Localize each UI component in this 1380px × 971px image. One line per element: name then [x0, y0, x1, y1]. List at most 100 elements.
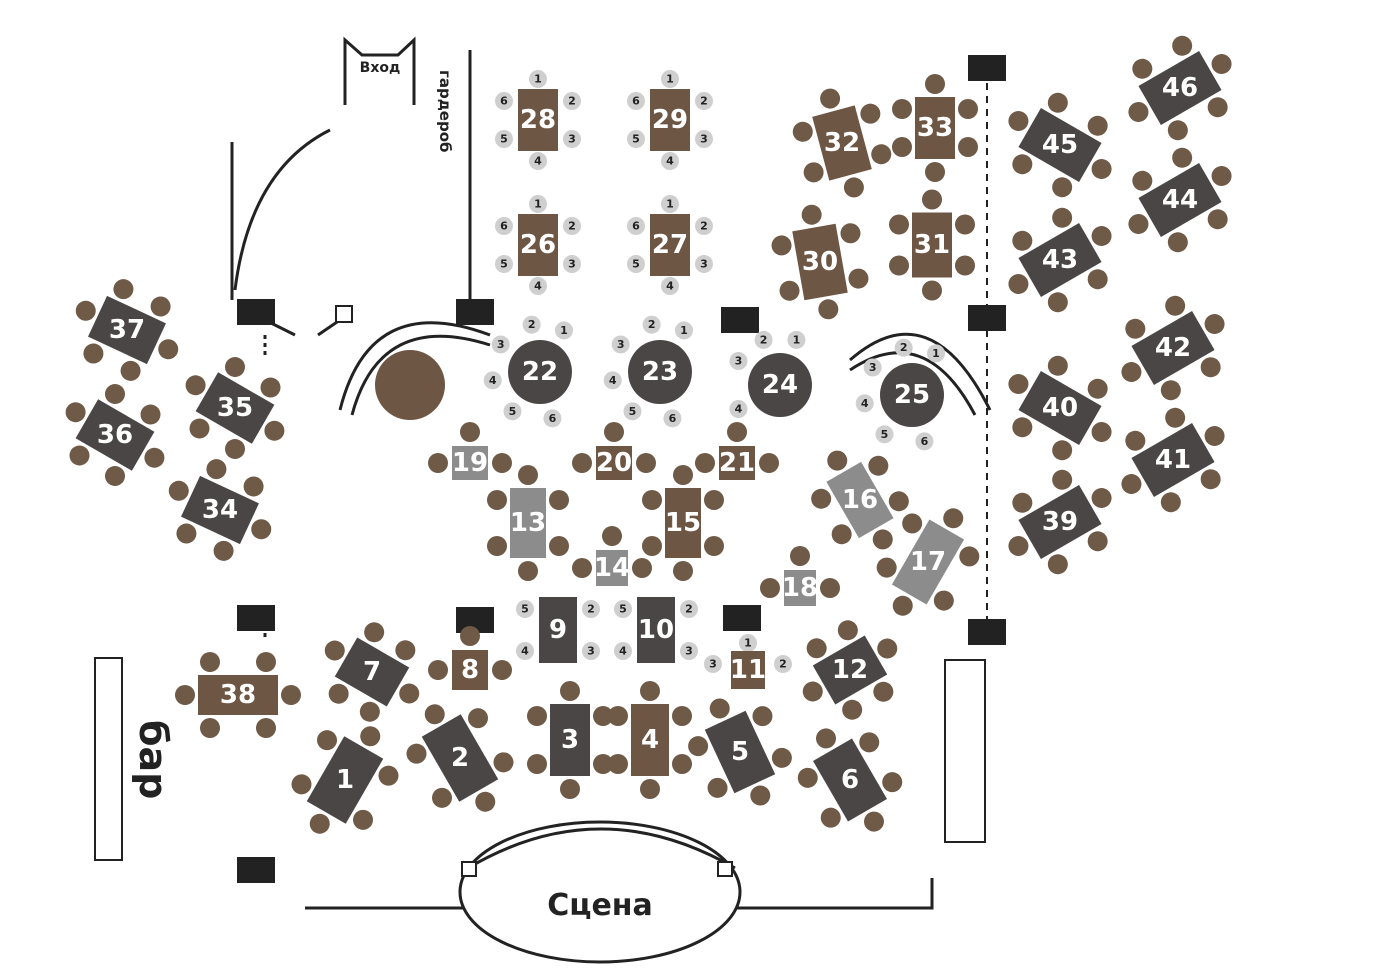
seat[interactable]	[563, 217, 581, 235]
seat[interactable]	[602, 526, 622, 546]
seat[interactable]	[729, 352, 748, 370]
round-table[interactable]	[880, 363, 944, 427]
seat[interactable]	[704, 536, 724, 556]
table-top[interactable]	[334, 637, 410, 707]
seat[interactable]	[357, 723, 384, 750]
seat[interactable]	[749, 703, 776, 730]
table-top[interactable]	[1018, 223, 1102, 297]
table-46[interactable]: 46	[1107, 20, 1253, 157]
seat[interactable]	[101, 462, 128, 489]
seat[interactable]	[1129, 55, 1156, 82]
seat[interactable]	[356, 698, 383, 725]
table-31[interactable]: 31	[889, 189, 975, 301]
seat[interactable]	[800, 203, 823, 226]
seat[interactable]	[175, 685, 195, 705]
seat[interactable]	[1044, 551, 1071, 578]
seat[interactable]	[555, 321, 573, 340]
seat[interactable]	[141, 444, 168, 471]
seat[interactable]	[549, 536, 569, 556]
seat[interactable]	[428, 660, 448, 680]
seat[interactable]	[695, 92, 713, 110]
seat[interactable]	[529, 70, 547, 88]
table-14[interactable]: 14	[572, 526, 652, 586]
seat[interactable]	[1157, 377, 1184, 404]
seat[interactable]	[774, 655, 792, 673]
seat[interactable]	[885, 488, 912, 515]
seat[interactable]	[1169, 144, 1196, 171]
seat[interactable]	[518, 561, 538, 581]
seat[interactable]	[879, 769, 906, 796]
seat[interactable]	[1129, 167, 1156, 194]
seat[interactable]	[572, 558, 592, 578]
seat[interactable]	[1088, 222, 1115, 249]
seat[interactable]	[673, 561, 693, 581]
seat[interactable]	[1009, 414, 1036, 441]
table-top[interactable]	[452, 650, 488, 690]
seat[interactable]	[464, 705, 491, 732]
table-top[interactable]	[518, 89, 558, 151]
seat[interactable]	[155, 336, 182, 363]
seat[interactable]	[787, 330, 806, 349]
seat[interactable]	[1118, 470, 1145, 497]
seat[interactable]	[1122, 427, 1149, 454]
seat[interactable]	[1162, 292, 1189, 319]
seat[interactable]	[642, 490, 662, 510]
seat[interactable]	[1122, 315, 1149, 342]
seat[interactable]	[529, 277, 547, 295]
seat[interactable]	[680, 642, 698, 660]
seat[interactable]	[203, 456, 230, 483]
seat[interactable]	[892, 99, 912, 119]
seat[interactable]	[1118, 358, 1145, 385]
seat[interactable]	[794, 764, 821, 791]
seat[interactable]	[820, 578, 840, 598]
seat[interactable]	[817, 298, 840, 321]
seat[interactable]	[770, 234, 793, 257]
seat[interactable]	[256, 652, 276, 672]
seat[interactable]	[922, 189, 942, 210]
seat[interactable]	[695, 453, 715, 473]
seat[interactable]	[1005, 370, 1032, 397]
seat[interactable]	[695, 130, 713, 148]
seat[interactable]	[808, 485, 835, 512]
seat[interactable]	[1201, 310, 1228, 337]
seat[interactable]	[306, 810, 333, 837]
round-table[interactable]	[508, 340, 572, 404]
seat[interactable]	[529, 152, 547, 170]
seat[interactable]	[661, 70, 679, 88]
seat[interactable]	[834, 617, 861, 644]
table-top[interactable]	[1018, 371, 1102, 445]
seat[interactable]	[632, 558, 652, 578]
table-top[interactable]	[88, 295, 166, 365]
table-top[interactable]	[812, 635, 888, 705]
seat[interactable]	[487, 490, 507, 510]
seat[interactable]	[1125, 210, 1152, 237]
table-19[interactable]: 19	[428, 422, 512, 480]
seat[interactable]	[791, 120, 815, 144]
seat[interactable]	[1208, 50, 1235, 77]
seat[interactable]	[860, 808, 887, 835]
seat[interactable]	[66, 442, 93, 469]
seat[interactable]	[627, 217, 645, 235]
seat[interactable]	[529, 195, 547, 213]
seat[interactable]	[922, 280, 942, 301]
seat[interactable]	[1084, 528, 1111, 555]
seat[interactable]	[257, 374, 284, 401]
table-1[interactable]: 1	[275, 705, 414, 855]
seat[interactable]	[759, 453, 779, 473]
seat[interactable]	[869, 142, 893, 166]
seat[interactable]	[661, 277, 679, 295]
seat[interactable]	[1162, 404, 1189, 431]
seat[interactable]	[661, 152, 679, 170]
seat[interactable]	[778, 279, 801, 302]
seat[interactable]	[915, 432, 934, 451]
table-36[interactable]: 36	[44, 368, 186, 502]
table-top[interactable]	[792, 223, 848, 301]
seat[interactable]	[516, 600, 534, 618]
seat[interactable]	[428, 453, 448, 473]
seat[interactable]	[925, 74, 945, 94]
table-13[interactable]: 13	[487, 465, 569, 581]
seat[interactable]	[428, 784, 455, 811]
seat[interactable]	[799, 678, 826, 705]
table-34[interactable]: 34	[150, 445, 289, 574]
